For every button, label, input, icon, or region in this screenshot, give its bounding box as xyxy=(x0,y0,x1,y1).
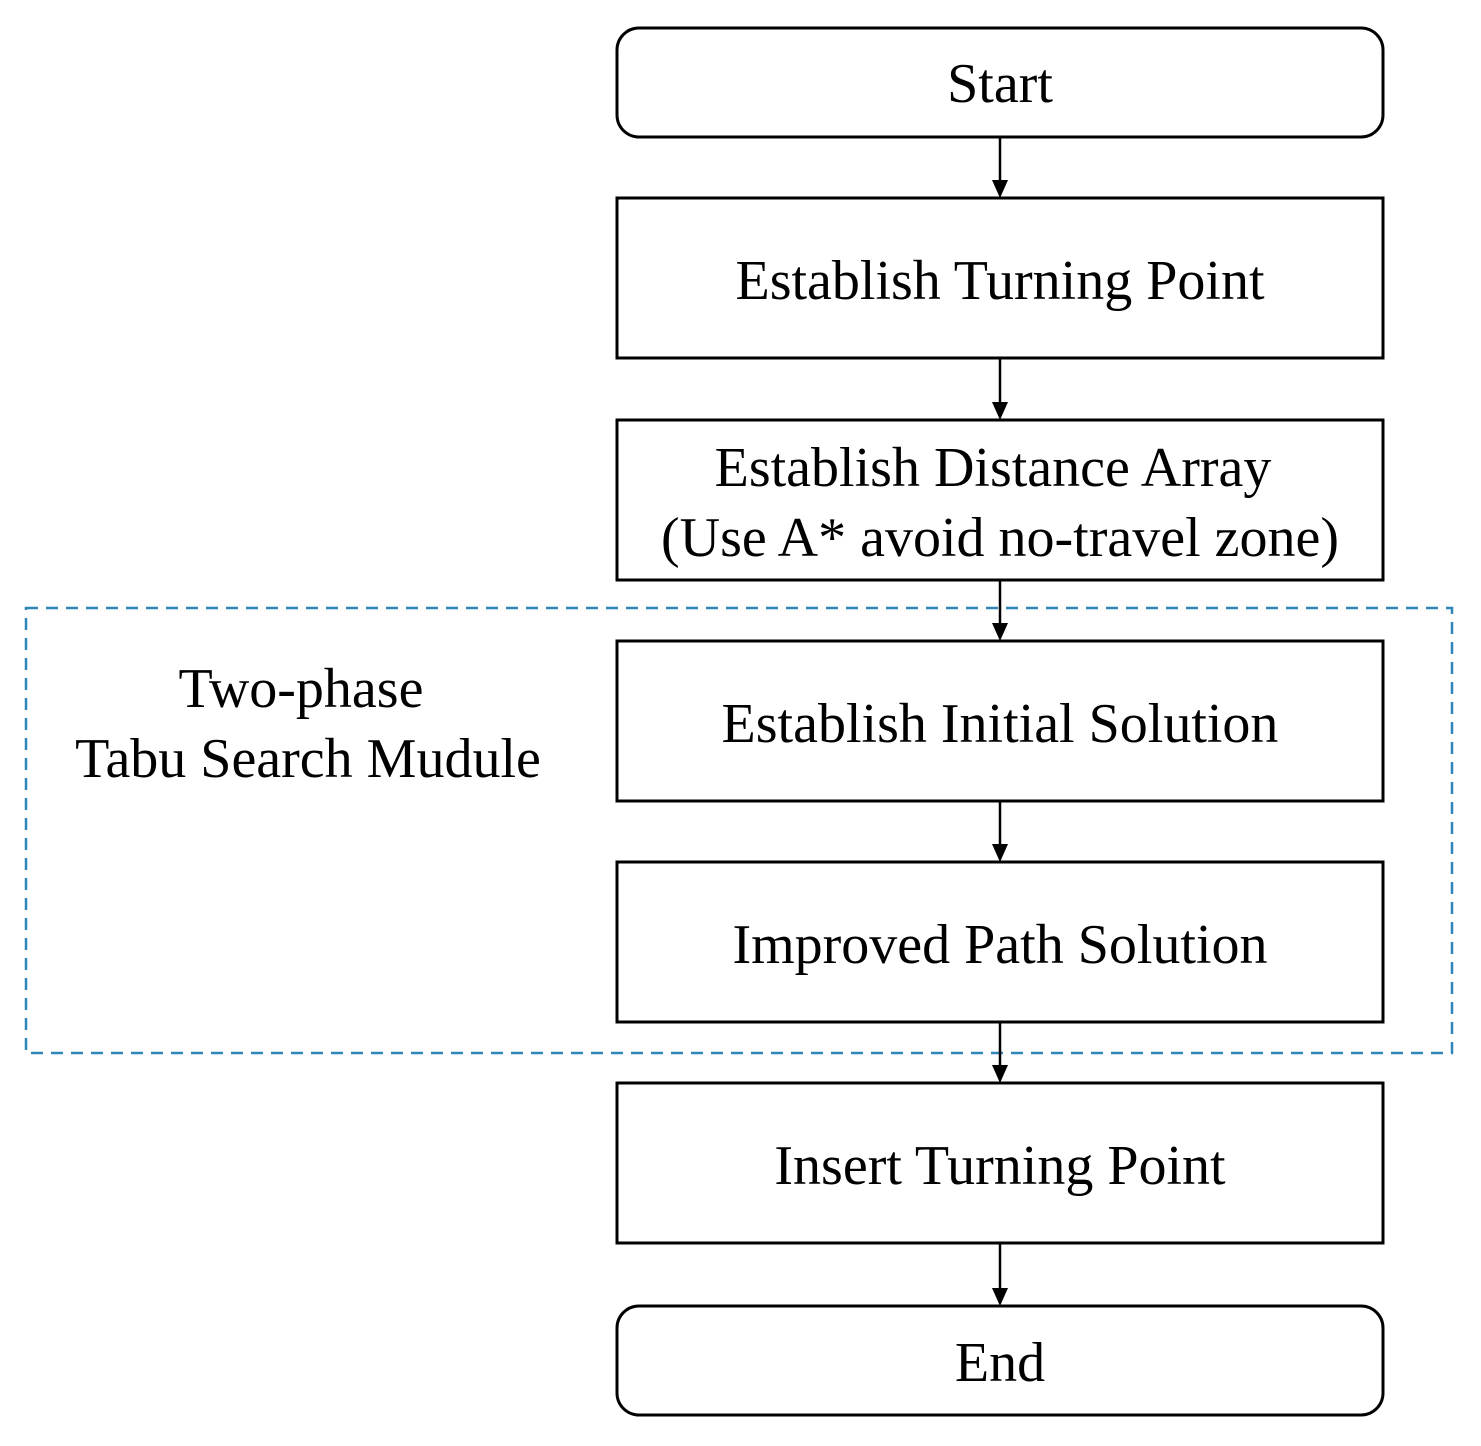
arrowhead-icon xyxy=(992,844,1008,862)
tabu-search-module-group xyxy=(24,606,1454,1055)
svg-text:Establish Turning Point: Establish Turning Point xyxy=(735,250,1264,312)
group-label-line-1: Two-phase xyxy=(179,658,424,720)
svg-text:Improved Path Solution: Improved Path Solution xyxy=(732,914,1267,976)
node-end: End xyxy=(615,1304,1385,1417)
node-end-label: End xyxy=(955,1332,1045,1394)
node-insert-turning-point: Insert Turning Point xyxy=(615,1081,1385,1245)
svg-text:Establish Initial Solution: Establish Initial Solution xyxy=(722,693,1279,755)
edge-arrow-improved-to-insert xyxy=(992,1022,1008,1083)
edge-arrow-distance-to-initial xyxy=(992,580,1008,641)
node-establish-initial-solution: Establish Initial Solution xyxy=(615,639,1385,803)
arrowhead-icon xyxy=(992,623,1008,641)
svg-text:Start: Start xyxy=(947,53,1053,115)
edge-arrow-turning-to-distance xyxy=(992,358,1008,420)
arrowhead-icon xyxy=(992,180,1008,198)
svg-text:End: End xyxy=(955,1332,1045,1394)
edge-arrow-insert-to-end xyxy=(992,1243,1008,1306)
node-establish-turning-point-label: Establish Turning Point xyxy=(735,250,1264,312)
group-label-line-2: Tabu Search Mudule xyxy=(75,728,541,790)
node-insert-turning-point-label: Insert Turning Point xyxy=(774,1135,1226,1197)
node-establish-turning-point: Establish Turning Point xyxy=(615,196,1385,360)
edge-arrow-initial-to-improved xyxy=(992,801,1008,862)
node-improved-path-solution: Improved Path Solution xyxy=(615,860,1385,1024)
node-establish-distance-array-line-1: Establish Distance Array xyxy=(715,437,1272,499)
arrowhead-icon xyxy=(992,1288,1008,1306)
edges xyxy=(992,137,1008,1306)
svg-text:Establish Distance Array: Establish Distance Array (Use A* avoid n… xyxy=(661,437,1339,569)
arrowhead-icon xyxy=(992,402,1008,420)
edge-arrow-start-to-turning xyxy=(992,137,1008,198)
node-start-label: Start xyxy=(947,53,1053,115)
node-establish-distance-array-line-2: (Use A* avoid no-travel zone) xyxy=(661,507,1339,569)
node-establish-initial-solution-label: Establish Initial Solution xyxy=(722,693,1279,755)
arrowhead-icon xyxy=(992,1065,1008,1083)
node-establish-distance-array: Establish Distance Array (Use A* avoid n… xyxy=(615,418,1385,582)
node-start: Start xyxy=(615,26,1385,139)
group-label: Two-phase Tabu Search Mudule xyxy=(75,658,541,790)
node-improved-path-solution-label: Improved Path Solution xyxy=(732,914,1267,976)
svg-text:Insert Turning Point: Insert Turning Point xyxy=(774,1135,1226,1197)
